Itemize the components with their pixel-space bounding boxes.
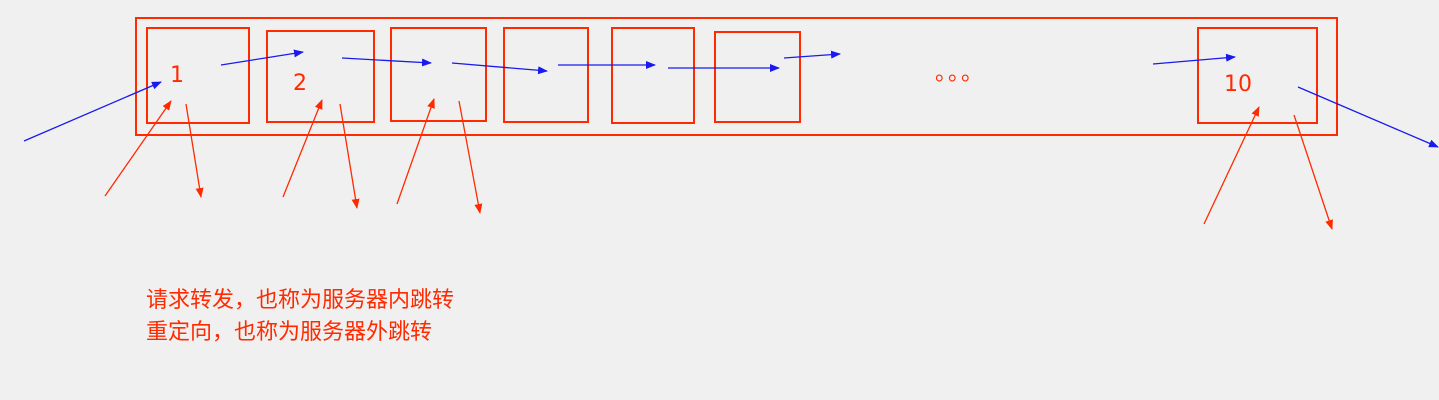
request-arrow-2-3 [341, 57, 432, 67]
node-box-6 [714, 31, 801, 123]
node-label-2: 2 [293, 71, 307, 96]
redirect-arrow-in-10 [1203, 106, 1260, 225]
request-arrow-1-2 [220, 49, 304, 66]
node-box-1 [146, 27, 250, 124]
node-box-10 [1197, 27, 1318, 124]
node-box-5 [611, 27, 695, 124]
request-arrow-out [1297, 86, 1439, 148]
server-container [135, 17, 1338, 136]
request-arrows [23, 49, 1439, 148]
node-box-3 [390, 27, 487, 122]
ellipsis-label: 。。。 [935, 61, 985, 86]
caption-redirect: 重定向，也称为服务器外跳转 [146, 320, 433, 345]
request-arrow-in [23, 81, 162, 142]
node-boxes [146, 27, 1318, 124]
redirect-arrow-in-3 [396, 98, 435, 205]
request-arrow-6-next [783, 50, 841, 59]
node-box-4 [503, 27, 589, 123]
caption-forward: 请求转发，也称为服务器内跳转 [146, 288, 455, 313]
redirect-arrow-in-2 [282, 99, 323, 198]
redirect-arrow-in-1 [104, 100, 172, 197]
request-arrow-3-4 [451, 62, 548, 75]
node-label-1: 1 [170, 63, 184, 88]
redirect-arrow-out-2 [339, 103, 360, 209]
request-arrow-prev-10 [1152, 53, 1236, 65]
redirect-arrow-out-3 [458, 100, 483, 214]
node-box-2 [266, 30, 375, 123]
redirect-arrows [104, 98, 1333, 230]
node-label-10: 10 [1224, 72, 1252, 97]
redirect-arrow-out-1 [185, 103, 204, 198]
redirect-arrow-out-10 [1293, 114, 1333, 230]
